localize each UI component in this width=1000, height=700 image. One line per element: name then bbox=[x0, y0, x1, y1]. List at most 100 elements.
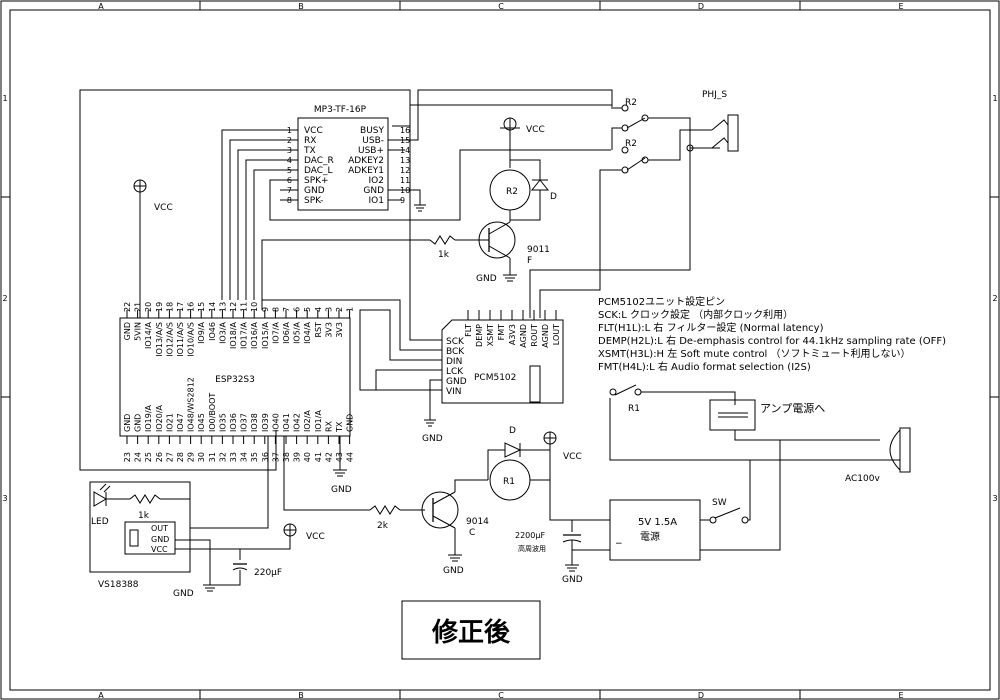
esp-bottom-pin-label: IO20/A bbox=[155, 404, 164, 432]
led-label: LED bbox=[91, 517, 109, 527]
mp3-pin-label: TX bbox=[303, 146, 316, 156]
mp3-pin-num: 12 bbox=[400, 166, 410, 175]
mp3-pin-label: GND bbox=[363, 186, 384, 196]
tr1-name: 9011 bbox=[527, 245, 550, 255]
esp-top-pin-num: 11 bbox=[240, 302, 249, 312]
esp-bottom-pin-label: IO47 bbox=[176, 413, 185, 432]
notes-line-2: FLT(H1L):L 右 フィルター設定 (Normal latency) bbox=[598, 321, 824, 334]
esp-bottom-pin-num: 27 bbox=[165, 452, 174, 462]
esp-bottom-pin-num: 26 bbox=[155, 452, 164, 462]
pcm-left-pin-label: BCK bbox=[446, 347, 465, 357]
row-label-1: 1 bbox=[2, 94, 7, 103]
mp3-pin-label: DAC_R bbox=[304, 156, 334, 166]
esp-bottom-pin-label: IO35 bbox=[218, 413, 227, 432]
esp-top-pin-label: IO10/A/S bbox=[187, 322, 196, 357]
row-label-3: 3 bbox=[2, 494, 7, 503]
pcm-left-pin-label: LCK bbox=[446, 367, 464, 377]
sw-label: SW bbox=[712, 498, 727, 508]
jack-label: PHJ_S bbox=[702, 90, 727, 100]
esp-bottom-pin-label: IO1/A bbox=[314, 410, 323, 432]
mp3-pin-label: DAC_L bbox=[304, 166, 333, 176]
pcm-settings-notes: PCM5102ユニット設定ピン SCK:L クロック設定 （内部クロック利用） … bbox=[598, 295, 946, 373]
esp-bottom-pin-label: RX bbox=[324, 420, 333, 432]
esp-top-pin-num: 15 bbox=[197, 302, 206, 312]
ir-label: VS18388 bbox=[98, 580, 139, 590]
cap2-label: 2200µF bbox=[515, 531, 545, 540]
mp3-pin-num: 9 bbox=[400, 196, 405, 205]
col-label-d-bottom: D bbox=[698, 691, 704, 700]
res-2k-label: 2k bbox=[377, 521, 389, 531]
revision-stamp: 修正後 bbox=[401, 600, 541, 660]
esp-top-pin-num: 22 bbox=[123, 302, 132, 312]
notes-title: PCM5102ユニット設定ピン bbox=[598, 295, 725, 308]
ir-pin-vcc: VCC bbox=[151, 545, 168, 554]
gnd-label-3: GND bbox=[331, 485, 352, 495]
col-label-e: E bbox=[898, 2, 903, 11]
esp-bottom-pin-num: 29 bbox=[187, 452, 196, 462]
col-label-b: B bbox=[298, 2, 304, 11]
res-1k-label: 1k bbox=[438, 250, 450, 260]
esp-bottom-pin-label: IO38 bbox=[250, 413, 259, 432]
pcm-top-pin-label: XSMT bbox=[486, 324, 495, 346]
esp-top-pin-label: IO14/A bbox=[144, 321, 153, 349]
esp-bottom-pin-num: 44 bbox=[346, 452, 355, 462]
row-label-3-right: 3 bbox=[992, 494, 997, 503]
mp3-pin-label: SPK- bbox=[304, 196, 323, 206]
esp-top-pin-label: IO13/A/S bbox=[155, 322, 164, 357]
esp-top-pin-num: 1 bbox=[346, 307, 355, 312]
esp-top-pin-label: IO6/A bbox=[282, 321, 291, 343]
gnd-label-5: GND bbox=[562, 575, 583, 585]
notes-line-4: XSMT(H3L):H 左 Soft mute control （ソフトミュート… bbox=[598, 347, 911, 360]
esp-top-pin-label: IO4/A bbox=[303, 321, 312, 343]
esp-top-pin-num: 14 bbox=[208, 302, 217, 312]
vcc-label-3: VCC bbox=[563, 452, 582, 462]
esp-bottom-pin-label: TX bbox=[335, 421, 344, 433]
pcm-top-pin-label: ROUT bbox=[530, 324, 539, 347]
col-label-d: D bbox=[698, 2, 704, 11]
esp-bottom-pin-num: 25 bbox=[144, 452, 153, 462]
ir-pin-out: OUT bbox=[151, 524, 168, 533]
esp-bottom-pin-num: 33 bbox=[229, 452, 238, 462]
relay-r1-switch-label: R1 bbox=[628, 404, 640, 414]
mp3-pin-label: SPK+ bbox=[304, 176, 329, 186]
esp-bottom-pin-label: IO21 bbox=[165, 413, 174, 432]
mp3-pin-label: USB+ bbox=[358, 146, 384, 156]
esp-bottom-pin-num: 42 bbox=[324, 452, 333, 462]
esp-bottom-pin-label: IO37 bbox=[240, 413, 249, 432]
esp-top-pin-num: 19 bbox=[155, 302, 164, 312]
pcm-left-pin-label: VIN bbox=[446, 387, 462, 397]
esp-top-pin-label: 3V3 bbox=[335, 322, 344, 338]
esp-top-pin-num: 10 bbox=[250, 302, 259, 312]
pcm-top-pin-label: DEMP bbox=[475, 324, 484, 347]
esp-top-pin-label: IO11/A/S bbox=[176, 322, 185, 357]
esp-bottom-pin-num: 30 bbox=[197, 452, 206, 462]
esp-top-pin-num: 13 bbox=[218, 302, 227, 312]
esp-bottom-pin-num: 38 bbox=[282, 452, 291, 462]
esp-top-pin-label: IO18/A bbox=[229, 321, 238, 349]
esp-top-pin-label: IO7/A bbox=[271, 321, 280, 343]
esp-top-pin-num: 3 bbox=[324, 307, 333, 312]
esp-top-pin-label: IO46 bbox=[208, 322, 217, 341]
relay-r2-mid-label: R2 bbox=[625, 139, 637, 149]
pcm-top-pin-label: FMT bbox=[497, 324, 506, 341]
esp-top-pin-num: 12 bbox=[229, 302, 238, 312]
esp-top-pin-label: IO17/A bbox=[240, 321, 249, 349]
cap2-sub-label: 高周波用 bbox=[518, 544, 546, 553]
mp3-pin-label: USB- bbox=[362, 136, 384, 146]
mp3-pin-label: GND bbox=[304, 186, 325, 196]
row-label-2: 2 bbox=[2, 294, 7, 303]
ac-label: AC100v bbox=[845, 474, 880, 484]
esp-top-pin-num: 18 bbox=[165, 302, 174, 312]
mp3-pin-label: ADKEY2 bbox=[348, 156, 384, 166]
mp3-pin-num: 14 bbox=[400, 146, 410, 155]
esp-bottom-pin-num: 24 bbox=[134, 452, 143, 462]
esp-bottom-pin-label: IO0/BOOT bbox=[208, 393, 217, 432]
esp-top-pin-label: IO15/A bbox=[261, 321, 270, 349]
esp-bottom-pin-num: 31 bbox=[208, 452, 217, 462]
mp3-pin-label: IO1 bbox=[369, 196, 384, 206]
esp-bottom-pin-label: GND bbox=[123, 414, 132, 432]
diode-label-1: D bbox=[550, 192, 557, 202]
